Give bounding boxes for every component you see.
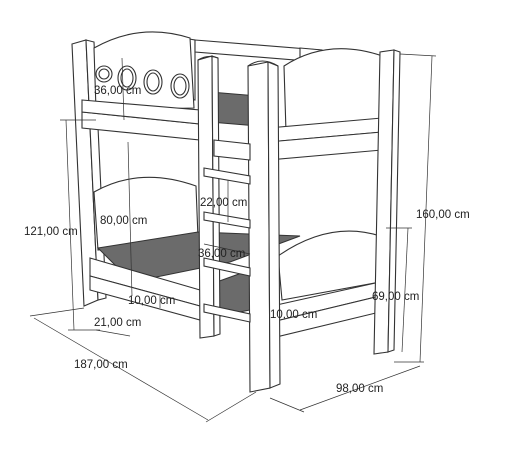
label-total-height: 160,00 cm bbox=[416, 209, 470, 221]
label-inner-height: 80,00 cm bbox=[100, 215, 147, 227]
label-ladder-width: 36,00 cm bbox=[198, 248, 245, 260]
label-leg-side: 10,00 cm bbox=[270, 309, 317, 321]
label-guard-height: 36,00 cm bbox=[94, 85, 141, 97]
label-ladder-step: 22,00 cm bbox=[200, 197, 247, 209]
porthole-2 bbox=[117, 65, 137, 91]
porthole-1 bbox=[95, 65, 113, 83]
dimension-lines bbox=[29, 53, 437, 423]
porthole-4 bbox=[170, 73, 190, 99]
label-side-height: 69,00 cm bbox=[372, 291, 419, 303]
front-posts bbox=[197, 49, 401, 393]
label-lower-height: 121,00 cm bbox=[24, 226, 78, 238]
label-length: 187,00 cm bbox=[74, 359, 128, 371]
label-leg-front: 10,00 cm bbox=[128, 295, 175, 307]
ladder-rungs bbox=[203, 139, 251, 323]
label-leg-depth: 21,00 cm bbox=[94, 317, 141, 329]
porthole-3 bbox=[143, 69, 163, 95]
dimension-labels: 36,00 cm 160,00 cm 121,00 cm 80,00 cm 22… bbox=[24, 85, 470, 395]
label-width: 98,00 cm bbox=[336, 383, 383, 395]
